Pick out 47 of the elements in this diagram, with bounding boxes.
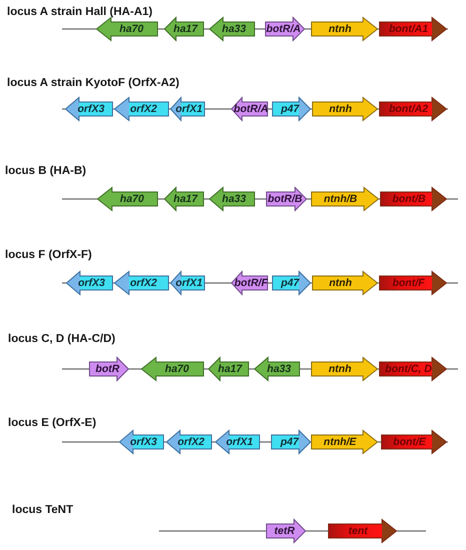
gene-name: orfX2 [130,277,157,289]
locus-title: locus A strain Hall (HA-A1) [7,5,152,19]
locus-title: locus E (OrfX-E) [8,416,96,430]
locus-title: locus B (HA-B) [5,164,86,178]
gene-name: ha70 [120,193,144,205]
gene-name: ha17 [174,23,198,35]
gene-name: bont/A1 [388,23,428,35]
gene-name: p47 [280,103,300,115]
gene-name: orfX1 [176,277,202,289]
gene-name: orfX1 [176,103,202,115]
locus-title: locus F (OrfX-F) [5,248,92,262]
gene-name: ha33 [267,363,291,375]
gene-name: orfX3 [78,103,104,115]
gene-name: p47 [280,277,300,289]
gene-name: bont/A2 [388,103,428,115]
gene-name: botR/A [266,23,301,35]
locus-title: locus TeNT [12,503,74,517]
gene-name: tetR [274,525,295,537]
locus-title: locus C, D (HA-C/D) [8,332,116,346]
gene-name: orfX3 [78,277,105,289]
gene-name: bont/E [393,436,426,448]
gene-name: orfX2 [178,436,204,448]
gene-name: botR/F [234,277,268,289]
gene-name: ha33 [222,23,246,35]
gene-name: ntnh [328,23,352,35]
gene-name: ha33 [222,193,246,205]
gene-name: p47 [280,436,299,448]
gene-name: orfX3 [130,436,157,448]
gene-name: ntnh/E [324,436,356,448]
gene-name: botR/B [268,193,302,205]
gene-name: orfX1 [226,436,253,448]
gene-name: bont/C, D [385,363,432,375]
gene-name: botR [96,363,120,375]
locus-title: locus A strain KyotoF (OrfX-A2) [7,76,180,90]
gene-name: ntnh [328,363,352,375]
gene-name: orfX2 [130,103,157,115]
gene-name: ha17 [174,193,198,205]
gene-name: ntnh/B [324,193,358,205]
gene-name: ntnh [329,103,352,115]
gene-name: ntnh [329,277,352,289]
gene-name: tent [348,525,368,537]
gene-name: ha70 [120,23,144,35]
gene-name: ha17 [218,363,242,375]
gene-name: bont/B [392,193,426,205]
gene-name: bont/F [392,277,425,289]
gene-name: ha70 [165,363,189,375]
gene-name: botR/A [234,103,268,115]
